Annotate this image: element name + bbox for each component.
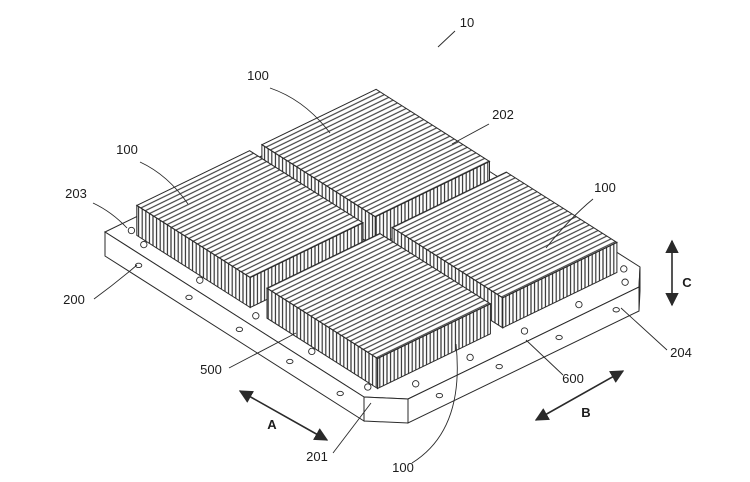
leader-100-back	[269, 87, 331, 134]
bolt-hole-side	[134, 262, 143, 269]
bolt-hole-side	[286, 358, 294, 365]
fin-block-front	[265, 232, 492, 390]
label-202: 202	[492, 107, 514, 122]
reference-labels: 10 100 202 100 203 100 200 500 600 204 2…	[63, 15, 692, 475]
label-203: 203	[65, 186, 87, 201]
label-201: 201	[306, 449, 328, 464]
bolt-hole	[308, 347, 316, 356]
bolt-hole	[127, 226, 136, 235]
direction-arrow-b	[534, 370, 625, 421]
bolt-hole-side	[612, 307, 620, 313]
bolt-hole	[364, 383, 372, 391]
leader-203	[92, 202, 128, 229]
bolt-hole	[466, 353, 474, 362]
label-200: 200	[63, 292, 85, 307]
bolt-hole	[620, 265, 628, 273]
bolt-holes-side	[134, 262, 620, 399]
leader-200	[93, 264, 138, 300]
label-600: 600	[562, 371, 584, 386]
label-10: 10	[460, 15, 474, 30]
leader-10	[437, 30, 456, 48]
leader-lines	[92, 30, 668, 464]
label-direction-b: B	[581, 405, 590, 420]
direction-arrows	[238, 239, 679, 441]
bolt-hole	[252, 312, 260, 320]
direction-arrow-a	[238, 390, 329, 441]
bolt-hole-side	[235, 326, 244, 333]
label-100-back: 100	[247, 68, 269, 83]
bolt-hole	[196, 276, 204, 284]
bolt-hole	[520, 327, 529, 335]
fin-block-top-face	[135, 150, 365, 279]
label-100-front: 100	[392, 460, 414, 475]
fin-block-top-face	[260, 88, 491, 218]
bolt-hole-side	[185, 294, 193, 301]
bolt-hole	[621, 278, 629, 286]
bolt-hole	[412, 380, 420, 388]
leader-201	[332, 402, 372, 454]
fin-block-left	[135, 150, 365, 309]
bolt-hole-side	[336, 390, 344, 397]
bolt-hole-side	[555, 334, 563, 341]
label-direction-a: A	[267, 417, 277, 432]
bolt-hole	[140, 240, 148, 249]
label-direction-c: C	[682, 275, 692, 290]
base-plate-front-chamfer-face	[363, 396, 409, 424]
label-100-left: 100	[116, 142, 138, 157]
leader-100-front	[411, 343, 458, 464]
base-plate-right-chamfer-face	[638, 266, 641, 312]
bolt-hole-side	[435, 392, 444, 399]
label-500: 500	[200, 362, 222, 377]
leader-500	[228, 332, 297, 369]
leader-204	[620, 307, 668, 351]
fin-block-top-face	[265, 232, 492, 360]
bolt-hole-side	[495, 363, 503, 370]
leader-100-left	[139, 161, 189, 205]
bolt-hole	[575, 300, 583, 309]
fin-block-top-face	[391, 171, 618, 299]
leader-202	[451, 123, 490, 145]
leader-100-right	[545, 198, 594, 249]
label-100-right: 100	[594, 180, 616, 195]
label-204: 204	[670, 345, 692, 360]
leader-600	[525, 339, 564, 376]
